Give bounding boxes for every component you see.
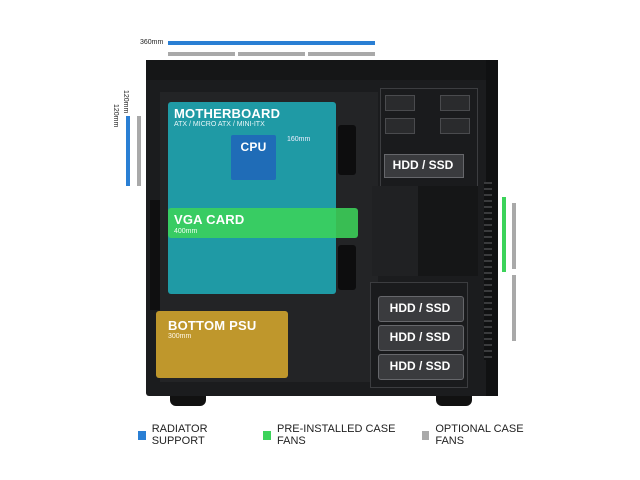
case-top-panel <box>146 60 498 80</box>
psu-title: BOTTOM PSU <box>168 318 257 333</box>
top-optional-fan-2 <box>238 52 305 56</box>
legend-item-radiator: RADIATOR SUPPORT <box>138 423 247 447</box>
top-drive-tray-1 <box>385 95 415 111</box>
cpu-title: CPU <box>240 140 267 154</box>
hdd-top-label: HDD / SSD <box>392 158 454 172</box>
vga-card-title: VGA CARD <box>174 212 245 227</box>
legend-swatch-preinstalled <box>263 430 272 440</box>
legend-item-preinstalled: PRE-INSTALLED CASE FANS <box>263 423 405 447</box>
hdd-bottom-label-3: HDD / SSD <box>389 359 451 373</box>
top-optional-fan-3 <box>308 52 375 56</box>
motherboard-zone <box>168 102 336 294</box>
cable-cutout-2 <box>338 245 356 290</box>
legend-label-preinstalled: PRE-INSTALLED CASE FANS <box>277 423 396 447</box>
left-radiator-bar <box>126 116 130 186</box>
cable-cutout-1 <box>338 125 356 175</box>
case-foot-left <box>170 396 206 406</box>
motherboard-subtitle: ATX / MICRO ATX / MINI-ITX <box>174 121 265 128</box>
psu-zone <box>156 311 288 378</box>
front-optional-fan-bar-2 <box>512 275 516 341</box>
vga-card-zone <box>168 208 358 238</box>
top-radiator-bar <box>168 41 375 45</box>
hdd-top-slot <box>384 154 464 178</box>
hdd-bottom-slot-1 <box>378 296 464 322</box>
cpu-zone <box>231 135 276 180</box>
motherboard-title: MOTHERBOARD <box>174 106 281 121</box>
psu-clearance: 300mm <box>168 333 192 340</box>
top-optional-fan-1 <box>168 52 235 56</box>
left-optional-fan-bar <box>137 116 141 186</box>
top-drive-tray-3 <box>440 95 470 111</box>
top-drive-tray-2 <box>385 118 415 134</box>
hdd-bottom-slot-3 <box>378 354 464 380</box>
front-optional-fan-bar-1 <box>512 203 516 269</box>
legend: RADIATOR SUPPORT PRE-INSTALLED CASE FANS… <box>138 423 538 447</box>
left-dimension-label-a: 120mm <box>112 104 119 128</box>
legend-swatch-optional <box>421 430 430 440</box>
legend-label-optional: OPTIONAL CASE FANS <box>435 423 524 447</box>
hdd-bottom-slot-2 <box>378 325 464 351</box>
hdd-bottom-label-1: HDD / SSD <box>389 301 451 315</box>
case-foot-right <box>436 396 472 406</box>
front-vent-strip <box>484 182 492 360</box>
middle-bay-shadow <box>418 186 478 276</box>
expansion-slot-area <box>150 200 160 310</box>
cpu-clearance: 160mm <box>287 136 311 143</box>
top-dimension-label: 360mm <box>140 39 164 46</box>
front-preinstalled-fan-bar <box>502 197 506 272</box>
hdd-bottom-label-2: HDD / SSD <box>389 330 451 344</box>
legend-swatch-radiator <box>138 430 146 440</box>
legend-item-optional: OPTIONAL CASE FANS <box>421 423 538 447</box>
vga-card-clearance: 400mm <box>174 228 198 235</box>
legend-label-radiator: RADIATOR SUPPORT <box>151 423 208 447</box>
top-drive-tray-4 <box>440 118 470 134</box>
